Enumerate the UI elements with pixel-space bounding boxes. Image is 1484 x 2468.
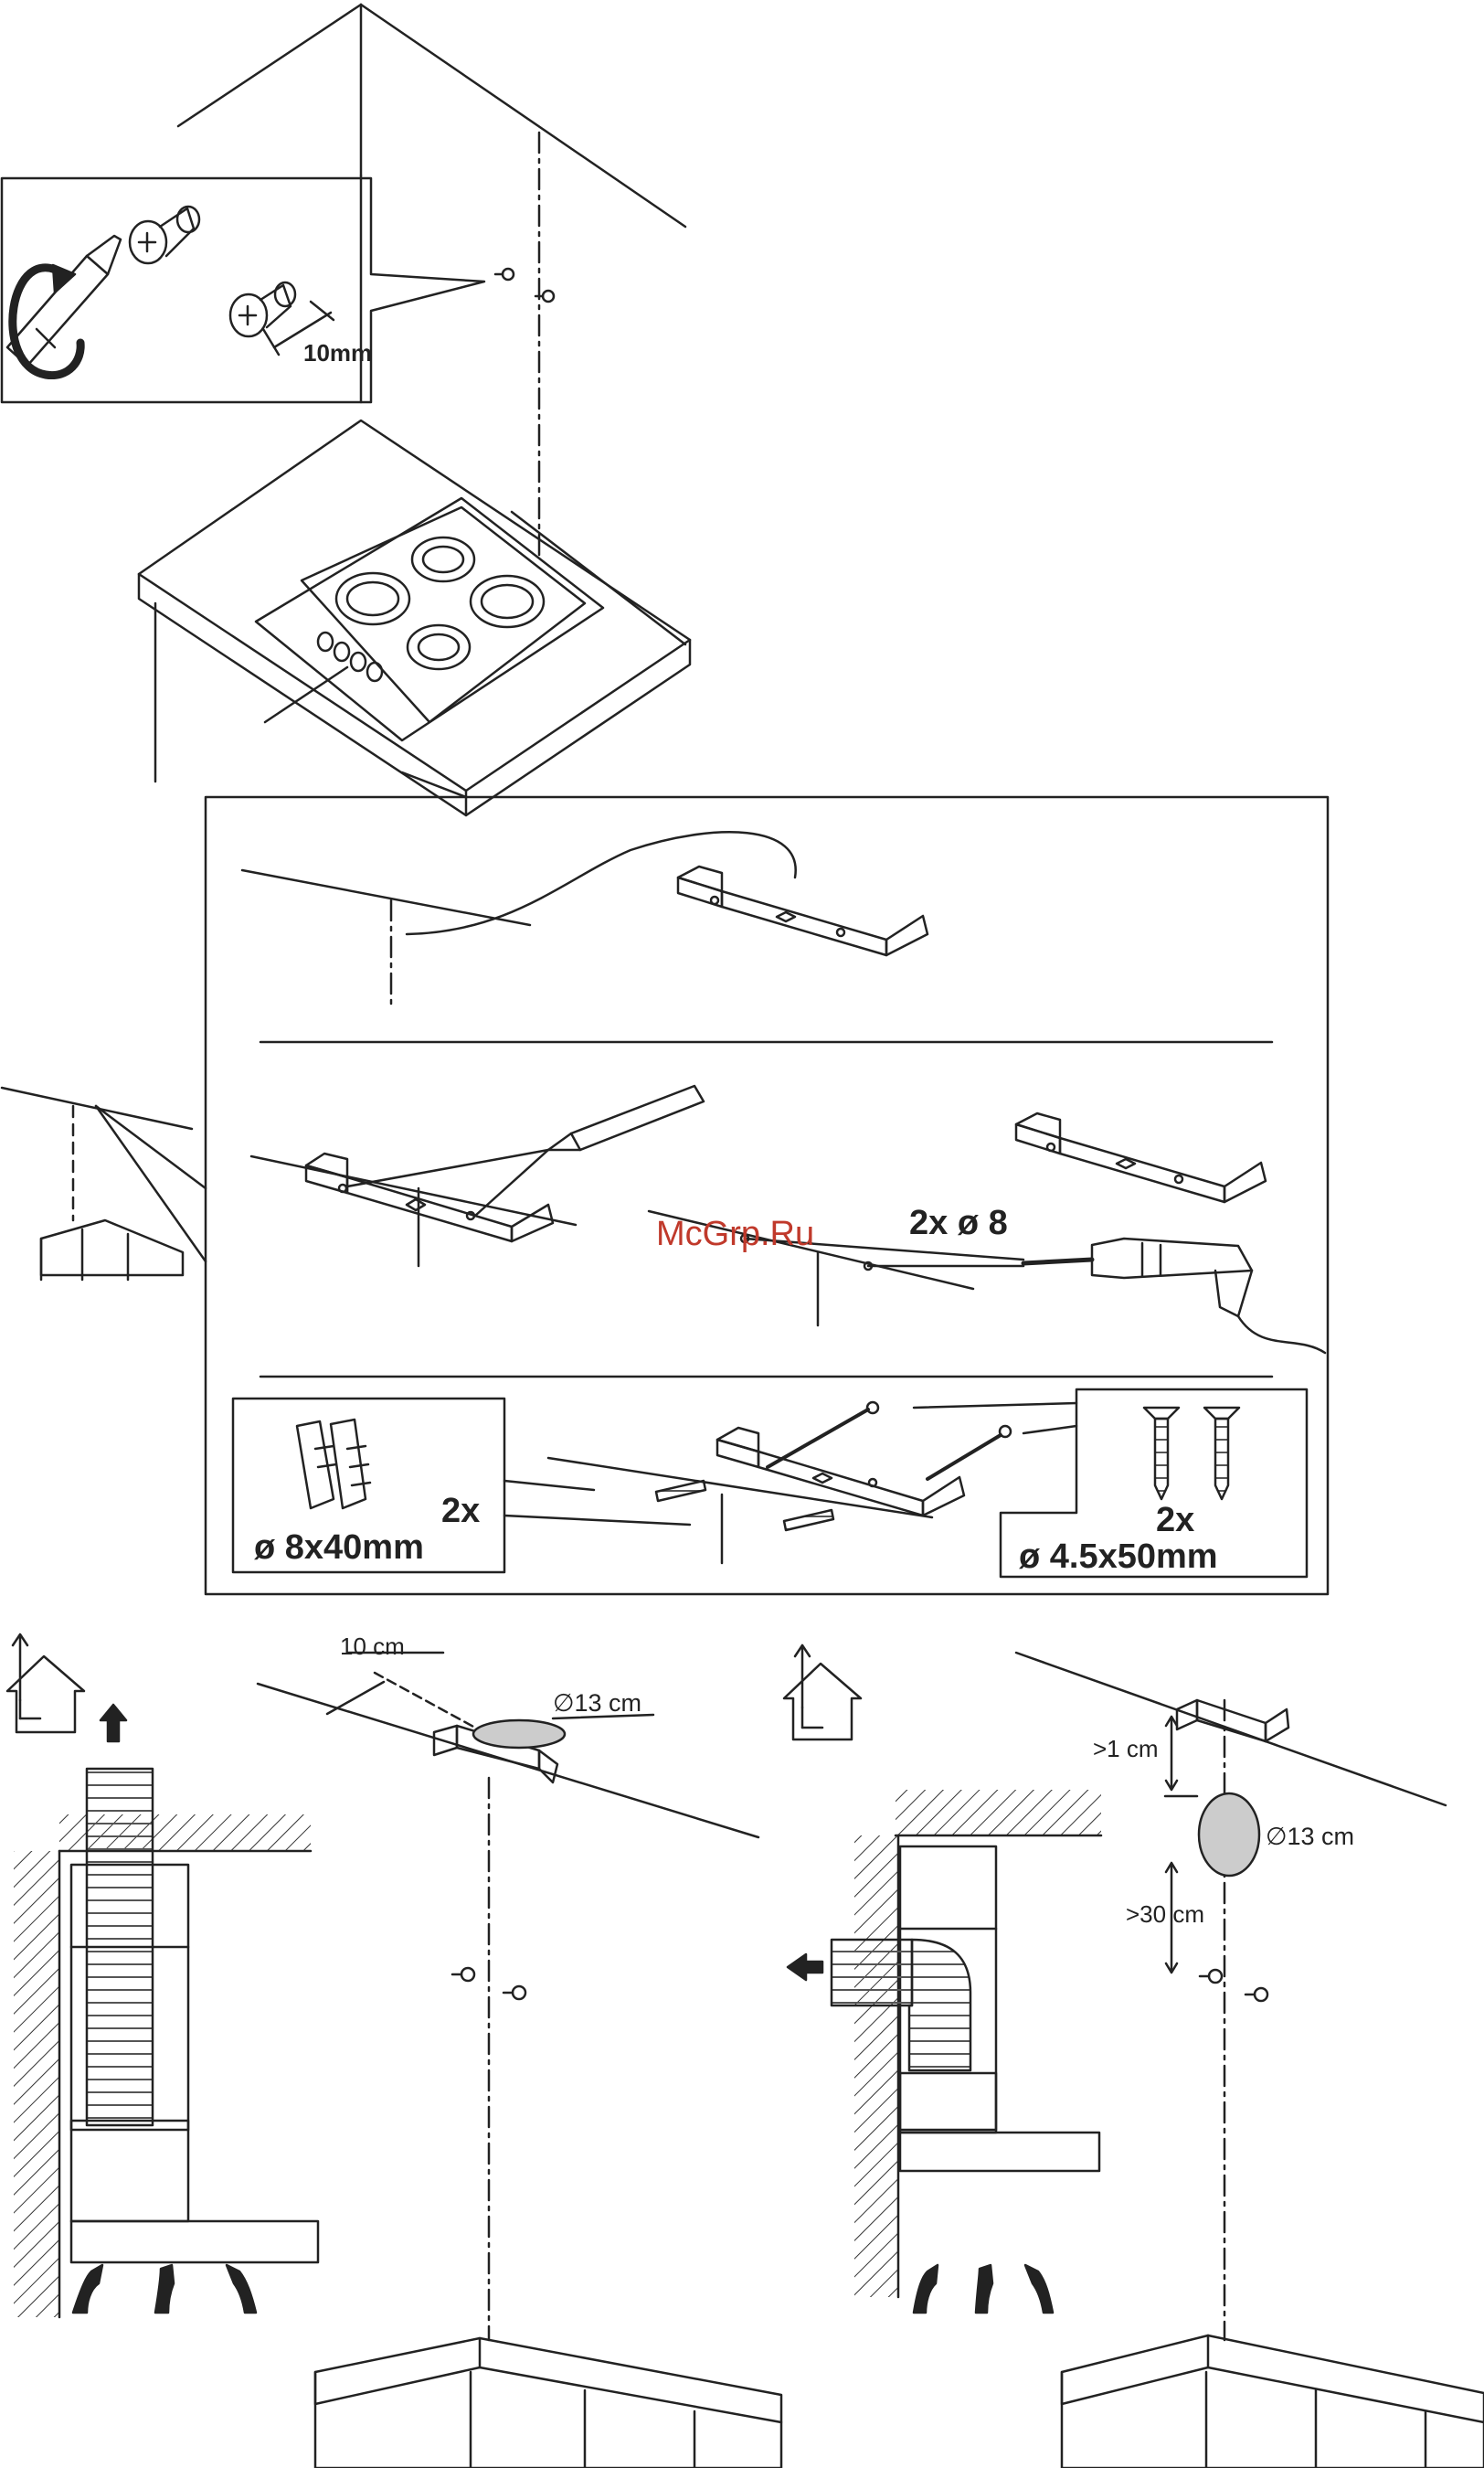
clearance-arrows: [1165, 1717, 1197, 1973]
duct-diameter-left-label: ∅13 cm: [553, 1689, 641, 1717]
pencil-icon: [347, 1086, 704, 1216]
ceiling-line-row1: [242, 832, 796, 1005]
screw-icon: [1144, 1408, 1239, 1499]
overview-left: [2, 1088, 206, 1280]
plug-size-label: ø 8x40mm: [254, 1528, 424, 1567]
drill-icon: [1023, 1239, 1325, 1353]
screw-count-label: 2x: [1156, 1501, 1194, 1539]
duct-circle-right: [1199, 1793, 1259, 1876]
wall-cabinet-icon: [315, 2338, 781, 2468]
bracket-row2-right: [1016, 1113, 1266, 1202]
wall-plug-icon: [297, 1420, 370, 1508]
wall-screw-icon: [495, 269, 554, 302]
wall-cabinet-right: [1062, 2335, 1484, 2468]
kitchen-counter: [139, 420, 690, 815]
watermark: McGrp.Ru: [656, 1215, 814, 1253]
ceiling-hatch-right: [896, 1790, 1101, 1835]
cooker-hood-icon: [71, 2121, 318, 2262]
screw-gap-label: 10mm: [303, 339, 372, 367]
hob-icon: [256, 498, 603, 740]
bracket-icon: [678, 867, 928, 955]
right-bracket: [1177, 1700, 1288, 1741]
drill-count-label: 2x ø 8: [909, 1204, 1008, 1242]
right-wall: [1016, 1653, 1446, 2340]
house-chimney-icon: [7, 1634, 84, 1732]
right-screws: [1200, 1970, 1267, 2001]
screwdriver-icon: [7, 236, 121, 366]
gap-bottom-label: >30 cm: [1126, 1900, 1204, 1928]
gap-top-label: >1 cm: [1093, 1735, 1159, 1762]
wall-hatch-left: [14, 1851, 59, 2317]
cooker-hood-right: [900, 2073, 1099, 2171]
rotation-arrow-icon: [13, 265, 80, 376]
center-wall: [258, 1653, 758, 2340]
duct-diameter-right-label: ∅13 cm: [1266, 1823, 1354, 1850]
wall-hatch-right: [854, 1835, 898, 2297]
duct-offset-label: 10 cm: [340, 1633, 405, 1660]
screw-size-label: ø 4.5x50mm: [1019, 1537, 1218, 1576]
duct-circle-left: [473, 1715, 653, 1748]
bracket-install: [548, 1402, 1011, 1563]
detail-screw-upper: [130, 207, 199, 263]
house-chimney-icon-right: [784, 1645, 861, 1739]
plug-count-label: 2x: [441, 1492, 480, 1530]
